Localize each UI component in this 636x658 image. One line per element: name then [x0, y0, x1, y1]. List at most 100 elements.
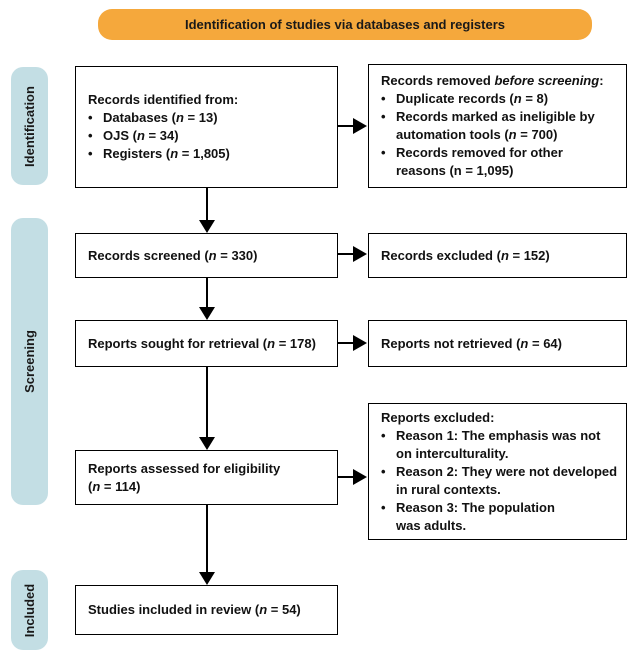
- bullet-text: Databases (n = 13): [103, 109, 329, 127]
- text: reasons (n = 1,095): [396, 163, 514, 178]
- bullet-text: Reason 2: They were not developed in rura…: [396, 463, 618, 499]
- text: OJS (: [103, 128, 137, 143]
- arrow-sought-to-assessed-line: [206, 367, 208, 438]
- text: Records removed for other: [396, 145, 563, 160]
- banner-label: Identification of studies via databases …: [184, 17, 506, 32]
- text-line: Records screened (n = 330): [88, 247, 329, 265]
- box-studies-included: Studies included in review (n = 54): [75, 585, 338, 635]
- arrow-identified-to-removed-head: [353, 118, 367, 134]
- text: Records identified from:: [88, 92, 239, 107]
- italic-text: n: [500, 247, 509, 263]
- bullet-line: • Registers (n = 1,805): [88, 145, 329, 163]
- italic-text: n: [508, 127, 517, 142]
- text: = 54): [267, 602, 301, 617]
- bullet-text: Registers (n = 1,805): [103, 145, 329, 163]
- bullet-line: • OJS (n = 34): [88, 127, 329, 145]
- italic-text: n: [136, 128, 145, 143]
- text: Reports not retrieved (: [381, 335, 521, 351]
- arrow-sought-to-notretrieved-head: [353, 335, 367, 351]
- text: Reports sought for retrieval (: [88, 335, 268, 351]
- text: = 64): [528, 335, 562, 351]
- arrow-screened-to-sought-line: [206, 278, 208, 308]
- text: in rural contexts.: [396, 481, 501, 497]
- bullet-line: • Reason 2: They were not developed in rur…: [381, 463, 618, 499]
- box-reports-excluded: Reports excluded:•Reason 1: The emphasis…: [368, 403, 627, 540]
- text-line: (n = 114): [88, 478, 329, 496]
- box-records-excluded: Records excluded (n = 152): [368, 233, 627, 278]
- italic-text: n: [92, 478, 101, 494]
- text: = 13): [183, 110, 218, 125]
- arrow-identified-to-removed-line: [337, 125, 354, 127]
- arrow-sought-to-assessed-head: [199, 437, 215, 450]
- text: = 330): [216, 247, 258, 263]
- bullet-dot: •: [88, 128, 93, 143]
- arrow-screened-to-excluded-head: [353, 246, 367, 262]
- bullet-dot: •: [381, 499, 386, 515]
- italic-text: n: [170, 146, 179, 161]
- bullet-text: OJS (n = 34): [103, 127, 329, 145]
- text: = 114): [100, 478, 141, 494]
- text: = 178): [275, 335, 316, 351]
- banner: Identification of studies via databases …: [98, 9, 592, 40]
- box-reports-sought: Reports sought for retrieval (n = 178): [75, 320, 338, 367]
- text: = 1,805): [178, 146, 230, 161]
- box-records-screened: Records screened (n = 330): [75, 233, 338, 278]
- text: (: [88, 478, 93, 494]
- text: Records excluded (: [381, 247, 501, 263]
- text-line: Records excluded (n = 152): [381, 247, 618, 265]
- text: Records marked as ineligible by: [396, 109, 595, 124]
- bullet-line: • Duplicate records (n = 8): [381, 90, 618, 108]
- stage-screening-label: Screening: [22, 330, 38, 393]
- text: automation tools (: [396, 127, 509, 142]
- bullet-text: Records removed for other reasons (n = 1,…: [396, 144, 618, 180]
- italic-text: n: [520, 335, 529, 351]
- text-line: Reports assessed for eligibility: [88, 460, 329, 478]
- stage-identification: Identification: [11, 67, 48, 185]
- italic-text: before screening: [494, 73, 600, 88]
- arrow-assessed-to-reportsexcluded-line: [337, 476, 354, 478]
- text: Reason 3: The population: [396, 499, 555, 515]
- bullet-text: Duplicate records (n = 8): [396, 90, 618, 108]
- text: Databases (: [103, 110, 176, 125]
- arrow-sought-to-notretrieved-line: [337, 342, 354, 344]
- bullet-line: • Records removed for other reasons (n = 1…: [381, 144, 618, 180]
- bullet-dot: •: [381, 91, 386, 106]
- text: :: [599, 73, 604, 88]
- arrow-identified-to-screened-head: [199, 220, 215, 233]
- arrow-screened-to-sought-head: [199, 307, 215, 320]
- stage-screening: Screening: [11, 218, 48, 505]
- text: = 700): [516, 127, 558, 142]
- text: = 34): [144, 128, 179, 143]
- text: Studies included in review (: [88, 602, 260, 617]
- italic-text: n: [175, 110, 184, 125]
- text: Reports excluded:: [381, 409, 495, 425]
- text-line: Reports excluded:: [381, 409, 618, 427]
- box-records-removed: Records removed before screening:•Duplic…: [368, 64, 627, 188]
- text: Reports assessed for eligibility: [88, 460, 281, 476]
- text: = 8): [521, 91, 549, 106]
- text-line: Studies included in review (n = 54): [88, 601, 329, 619]
- box-reports-not-retrieved: Reports not retrieved (n = 64): [368, 320, 627, 367]
- text: on interculturality.: [396, 445, 509, 461]
- italic-text: n: [267, 335, 276, 351]
- arrow-assessed-to-included-line: [206, 505, 208, 573]
- bullet-dot: •: [88, 110, 93, 125]
- arrow-identified-to-screened-line: [206, 188, 208, 221]
- italic-text: n: [208, 247, 217, 263]
- text: Records removed: [381, 73, 495, 88]
- bullet-dot: •: [381, 463, 386, 479]
- bullet-dot: •: [88, 146, 93, 161]
- bullet-line: • Databases (n = 13): [88, 109, 329, 127]
- arrow-assessed-to-reportsexcluded-head: [353, 469, 367, 485]
- text: Reason 2: They were not developed: [396, 463, 618, 479]
- italic-text: n: [259, 602, 268, 617]
- box-reports-assessed: Reports assessed for eligibility (n = 114…: [75, 450, 338, 505]
- text-line: Records removed before screening:: [381, 72, 618, 90]
- bullet-dot: •: [381, 145, 386, 160]
- bullet-text: Records marked as ineligible by automatio…: [396, 108, 618, 144]
- text: Registers (: [103, 146, 171, 161]
